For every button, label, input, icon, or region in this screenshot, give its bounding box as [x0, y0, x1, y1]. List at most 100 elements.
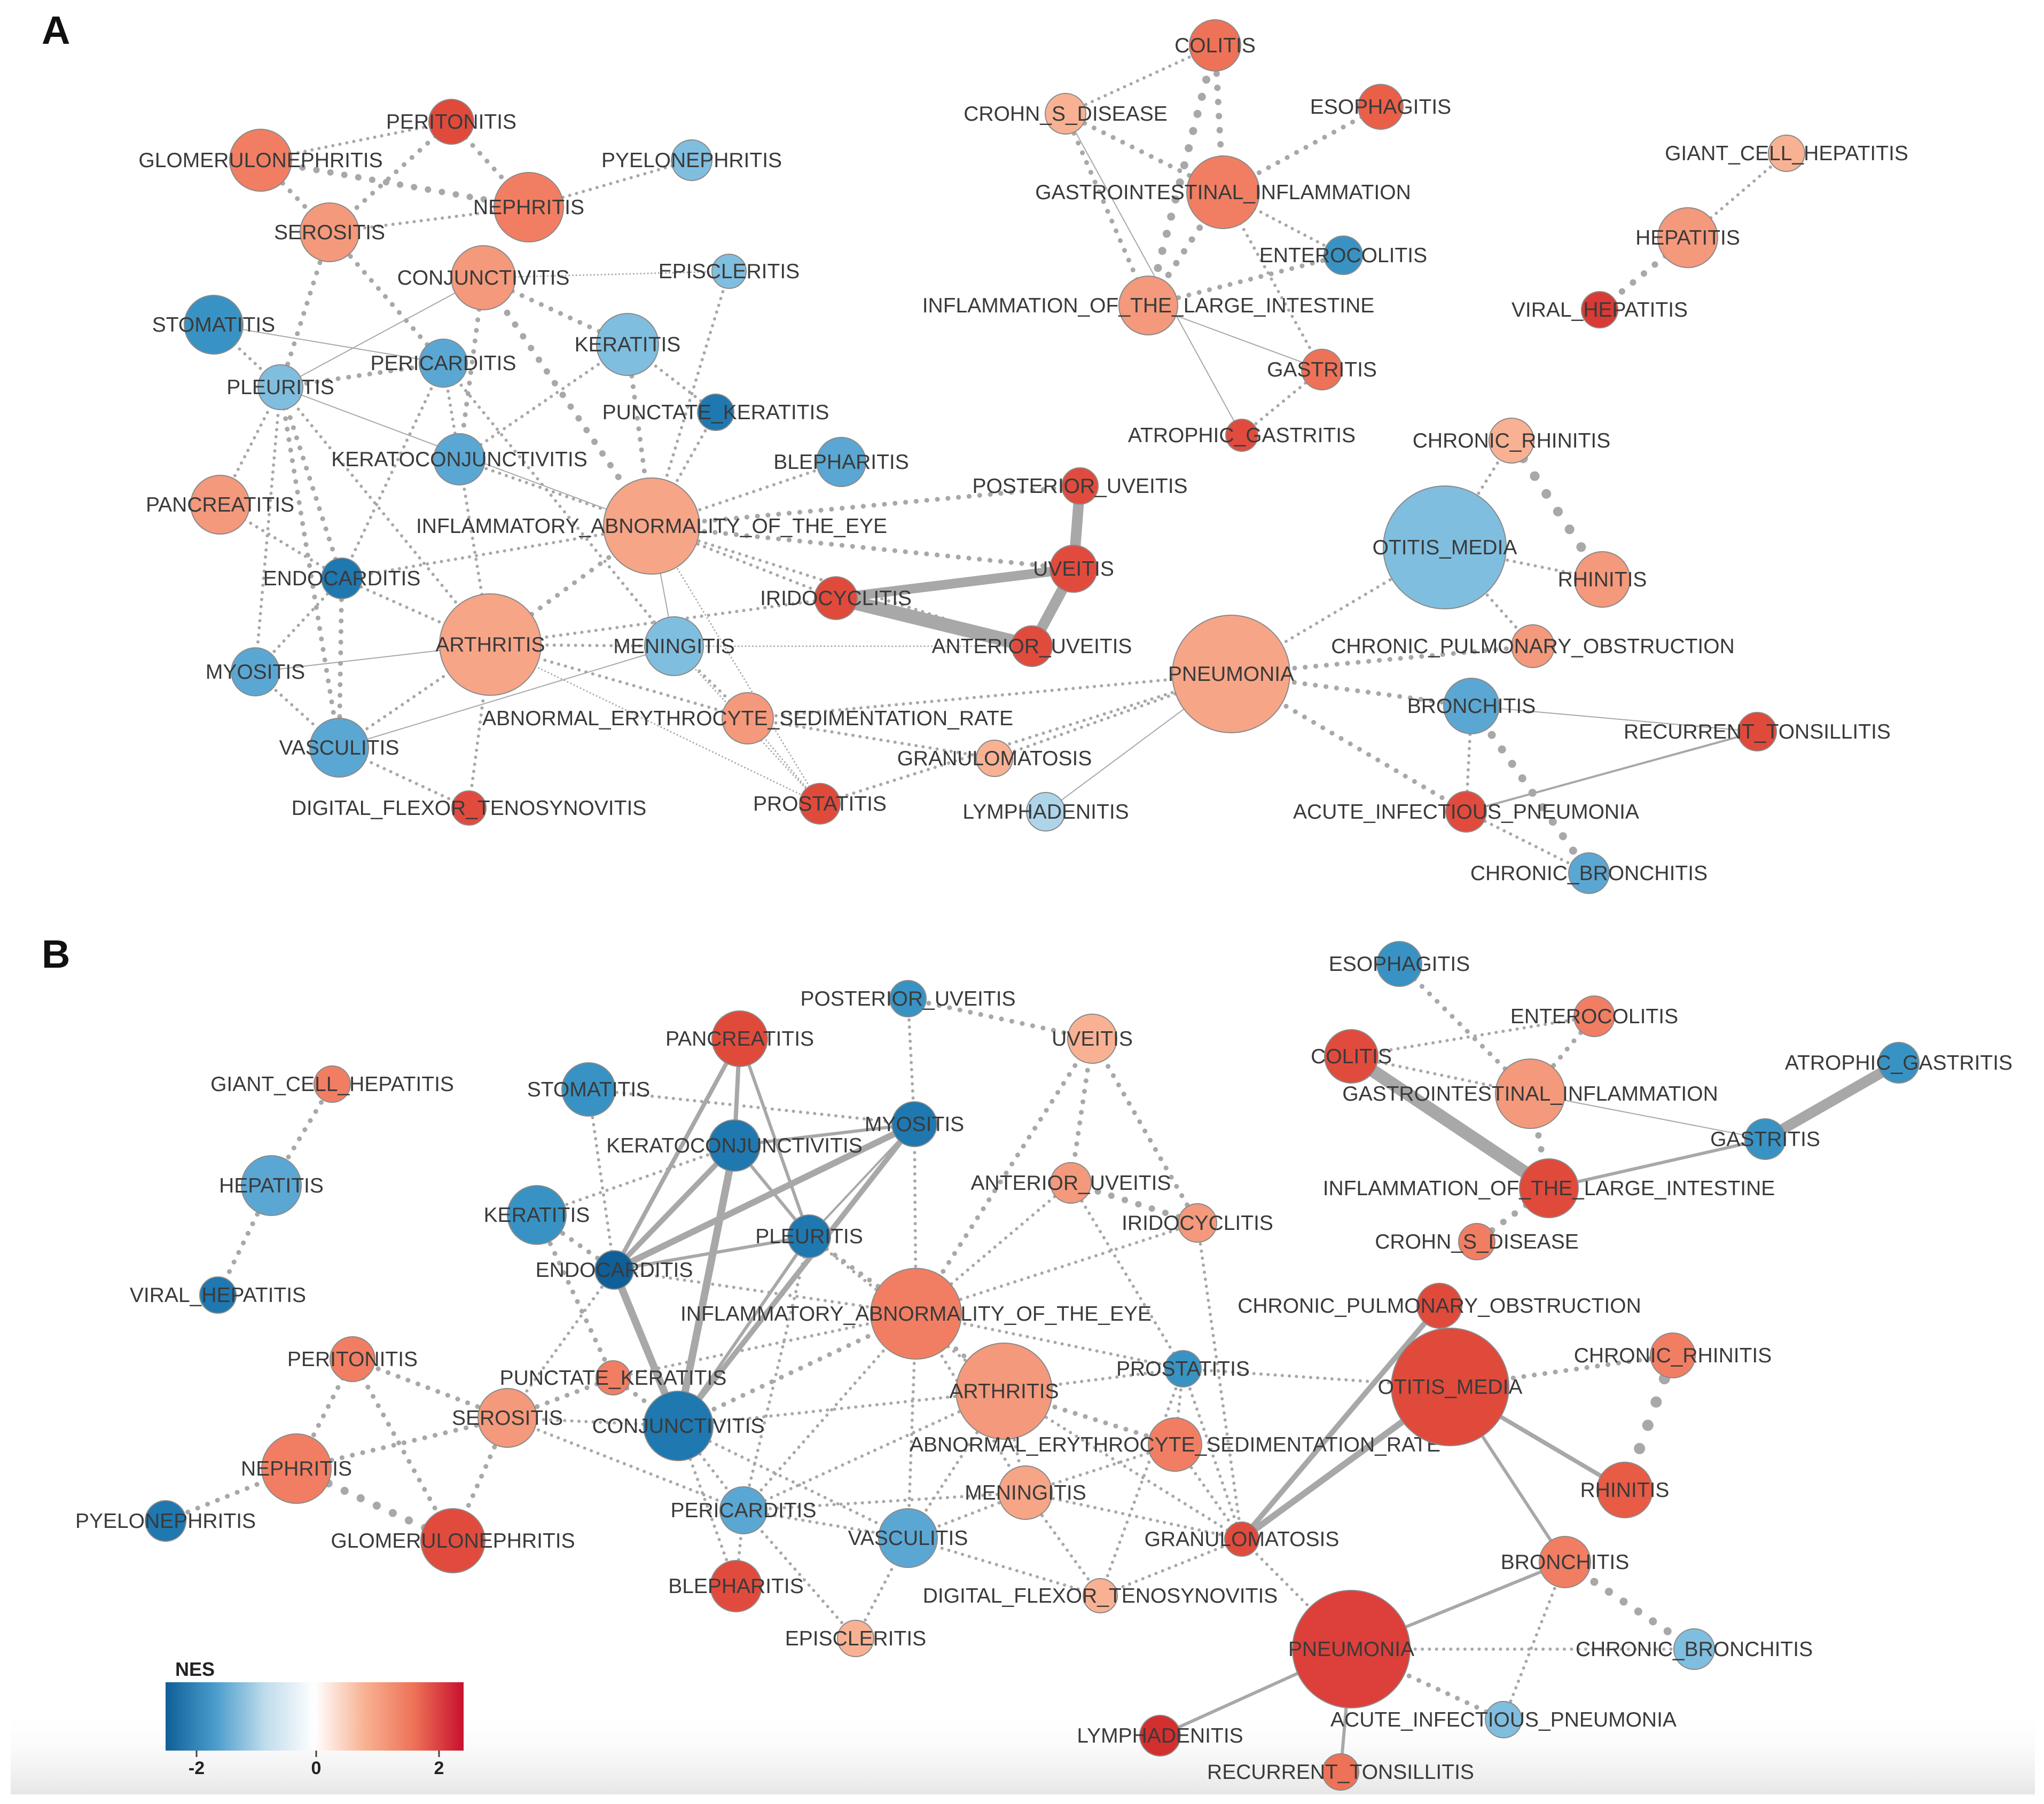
node: UVEITIS [1033, 545, 1114, 593]
node-circle [1322, 1753, 1359, 1791]
edge [278, 385, 342, 750]
node: MYOSITIS [206, 647, 305, 696]
node-label: RHINITIS [1580, 1479, 1670, 1502]
node: KERATOCONJUNCTIVITIS [331, 433, 588, 485]
node-label: NEPHRITIS [473, 196, 584, 219]
node-circle [1067, 1014, 1117, 1064]
node: GRANULOMATOSIS [897, 740, 1092, 777]
node: CHRONIC_PULMONARY_OBSTRUCTION [1238, 1283, 1641, 1329]
edge [1349, 1646, 1506, 1722]
edge [294, 1415, 510, 1471]
node-circle [1445, 791, 1487, 833]
node: INFLAMMATION_OF_THE_LARGE_INTESTINE [922, 276, 1375, 335]
edge [829, 591, 1039, 653]
node: PANCREATITIS [146, 475, 294, 535]
edge [1068, 1036, 1095, 1186]
node: ARTHRITIS [949, 1343, 1059, 1440]
node-circle [1186, 155, 1260, 229]
edge [1345, 1050, 1555, 1195]
node-circle [1657, 207, 1718, 268]
node-label: KERATOCONJUNCTIVITIS [606, 1134, 863, 1157]
node: GASTRITIS [1710, 1118, 1820, 1160]
node-label: KERATITIS [484, 1204, 590, 1227]
node: UVEITIS [1052, 1014, 1133, 1064]
node-circle [420, 1508, 485, 1573]
node-circle [799, 783, 841, 825]
edge [1547, 1138, 1767, 1190]
edge [278, 360, 446, 390]
node: RECURRENT_TONSILLITIS [1624, 712, 1891, 751]
node-label: PERICARDITIS [370, 352, 516, 375]
node-label: CHRONIC_BRONCHITIS [1470, 862, 1708, 885]
node-circle [261, 1433, 332, 1504]
node-label: GRANULOMATOSIS [1145, 1528, 1340, 1551]
node: PYELONEPHRITIS [75, 1500, 256, 1542]
node-circle [1083, 1578, 1118, 1613]
edge [327, 230, 446, 366]
edge [914, 1312, 1185, 1370]
node-circle [643, 1391, 714, 1461]
edge [280, 277, 484, 388]
node-circle [1172, 615, 1290, 733]
node: SEROSITIS [452, 1388, 563, 1448]
edge [906, 1312, 918, 1540]
node-label: NEPHRITIS [241, 1457, 352, 1480]
node: NEPHRITIS [473, 172, 584, 242]
node-label: INFLAMMATION_OF_THE_LARGE_INTESTINE [922, 294, 1375, 317]
node: CROHN_S_DISEASE [964, 93, 1168, 135]
node-label: UVEITIS [1052, 1028, 1133, 1050]
node: VASCULITIS [848, 1508, 968, 1568]
node: BLEPHARITIS [668, 1560, 804, 1612]
node-label: STOMATITIS [152, 313, 275, 336]
node-circle [1485, 1701, 1522, 1738]
node-circle [1878, 1042, 1920, 1084]
node-label: GASTROINTESTINAL_INFLAMMATION [1035, 181, 1411, 204]
node-circle [1050, 545, 1098, 593]
edge [1228, 671, 1469, 814]
edge [854, 1536, 910, 1640]
edge [742, 1390, 1006, 1512]
node-label: GIANT_CELL_HEPATITIS [210, 1073, 454, 1096]
node-circle [644, 616, 704, 676]
edge [1239, 1303, 1442, 1542]
node-circle [787, 1214, 831, 1258]
node-label: MENINGITIS [965, 1481, 1086, 1504]
node: PERITONITIS [386, 99, 516, 145]
edge [340, 524, 653, 580]
node: ENTEROCOLITIS [1510, 995, 1678, 1037]
node-circle [1164, 1350, 1202, 1387]
node: HEPATITIS [219, 1155, 324, 1216]
edge [442, 362, 492, 646]
node: MYOSITIS [865, 1101, 964, 1147]
node-circle [1189, 19, 1241, 72]
node-circle [190, 475, 250, 535]
edge [1003, 1390, 1243, 1541]
edge [587, 1088, 916, 1126]
node: ANTERIOR_UVEITIS [971, 1162, 1171, 1204]
node-label: EPISCLERITIS [785, 1627, 926, 1650]
node-circle [1596, 1462, 1653, 1518]
node-circle [1495, 1058, 1565, 1129]
node: GIANT_CELL_HEPATITIS [210, 1065, 454, 1103]
edge [257, 157, 532, 210]
node-circle [1519, 1158, 1579, 1218]
node-label: UVEITIS [1033, 558, 1114, 581]
edge [442, 362, 676, 648]
node: ENDOCARDITIS [536, 1250, 693, 1290]
edge [489, 643, 676, 648]
node: ATROPHIC_GASTRITIS [1785, 1042, 2012, 1084]
node-circle [1118, 276, 1178, 335]
node-label: VASCULITIS [848, 1527, 968, 1550]
node-label: PUNCTATE_KERATITIS [602, 401, 829, 424]
node: HEPATITIS [1635, 207, 1740, 268]
node: PUNCTATE_KERATITIS [500, 1360, 726, 1395]
node: LYMPHADENITIS [1077, 1715, 1243, 1756]
node: ENTEROCOLITIS [1259, 236, 1427, 275]
node-label: RHINITIS [1558, 568, 1647, 591]
edge [906, 997, 916, 1126]
edge [649, 523, 1076, 571]
node-circle [1391, 1328, 1509, 1446]
node: PANCREATITIS [665, 1010, 814, 1067]
node-label: ANTERIOR_UVEITIS [932, 635, 1132, 658]
